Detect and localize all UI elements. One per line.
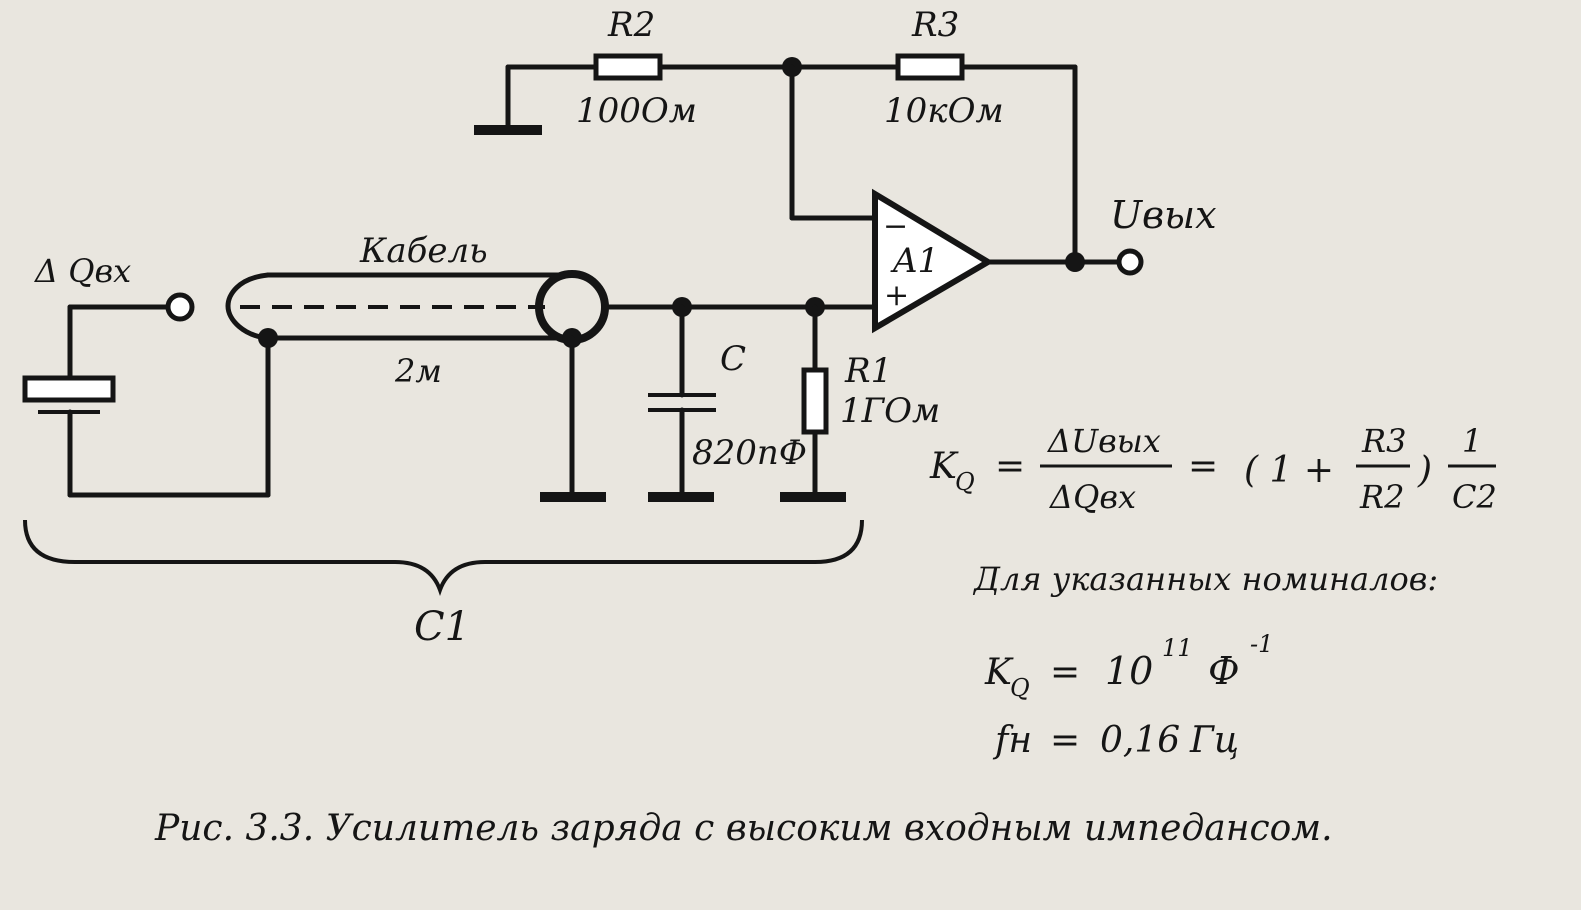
label-r2: R2: [607, 5, 655, 45]
nominal-values: Для указанных номиналов: K Q = 10 11 Ф -…: [972, 560, 1438, 761]
label-capacitor: C: [720, 339, 746, 379]
values-kq-equals: =: [1050, 652, 1080, 693]
label-cable-length: 2м: [394, 352, 442, 390]
resistor-r1: [801, 367, 829, 435]
label-opamp-minus: −: [883, 209, 908, 244]
label-opamp-plus: +: [884, 278, 909, 313]
formula-c2: C2: [1452, 478, 1497, 516]
gain-formula: K Q = ΔUвых ΔQвх = ( 1 + R3 R2 ) 1 C2: [929, 422, 1497, 516]
values-kq-subscript: Q: [1010, 674, 1030, 702]
formula-kq: K: [929, 446, 959, 487]
cable-shield-left: [225, 272, 271, 341]
values-fn: fн: [992, 720, 1032, 761]
formula-paren-close: ): [1417, 450, 1432, 491]
label-cable: Кабель: [359, 231, 488, 271]
values-kq: K: [984, 652, 1014, 693]
resistor-r2: [593, 53, 663, 81]
formula-one: 1: [1462, 422, 1482, 460]
label-r3: R3: [911, 5, 959, 45]
label-r1-value: 1ГОм: [840, 391, 940, 431]
label-r3-value: 10кОм: [884, 91, 1004, 131]
label-opamp: A1: [890, 241, 939, 281]
label-input: Δ Qвх: [33, 252, 131, 290]
label-c1: C1: [414, 604, 470, 650]
figure-caption: Рис. 3.3. Усилитель заряда с высоким вхо…: [154, 808, 1333, 849]
values-fn-unit: Гц: [1189, 720, 1239, 761]
formula-kq-subscript: Q: [955, 468, 975, 496]
label-output: Uвых: [1110, 193, 1217, 237]
formula-equals-2: =: [1188, 446, 1218, 487]
input-section: [22, 270, 609, 502]
label-r1: R1: [844, 351, 892, 391]
brace-c1: [23, 519, 864, 596]
feedback-network: [474, 53, 1078, 265]
input-network: [602, 297, 878, 502]
values-fn-equals: =: [1050, 720, 1080, 761]
values-fn-value: 0,16: [1100, 720, 1180, 761]
values-heading: Для указанных номиналов:: [972, 560, 1438, 598]
piezo-sensor: [22, 375, 116, 403]
values-kq-base: 10: [1105, 649, 1153, 693]
label-capacitor-value: 820пФ: [692, 433, 807, 473]
label-r2-value: 100Ом: [576, 91, 697, 131]
opamp-triangle: [872, 188, 994, 334]
values-kq-exponent: 11: [1162, 634, 1193, 662]
formula-paren-open: ( 1 +: [1244, 450, 1334, 491]
values-kq-unit-exponent: -1: [1250, 630, 1273, 658]
formula-r2: R2: [1359, 478, 1404, 516]
input-terminal: [165, 292, 195, 322]
formula-denominator: ΔQвх: [1048, 478, 1136, 516]
node-output: [1065, 252, 1085, 272]
output-terminal: [1116, 248, 1144, 276]
node-shield-left: [258, 328, 278, 348]
values-kq-unit: Ф: [1208, 649, 1240, 693]
resistor-r3: [895, 53, 965, 81]
formula-equals-1: =: [995, 446, 1025, 487]
opamp-a1: [872, 188, 1144, 334]
formula-r3: R3: [1361, 422, 1406, 460]
formula-numerator: ΔUвых: [1046, 422, 1161, 460]
